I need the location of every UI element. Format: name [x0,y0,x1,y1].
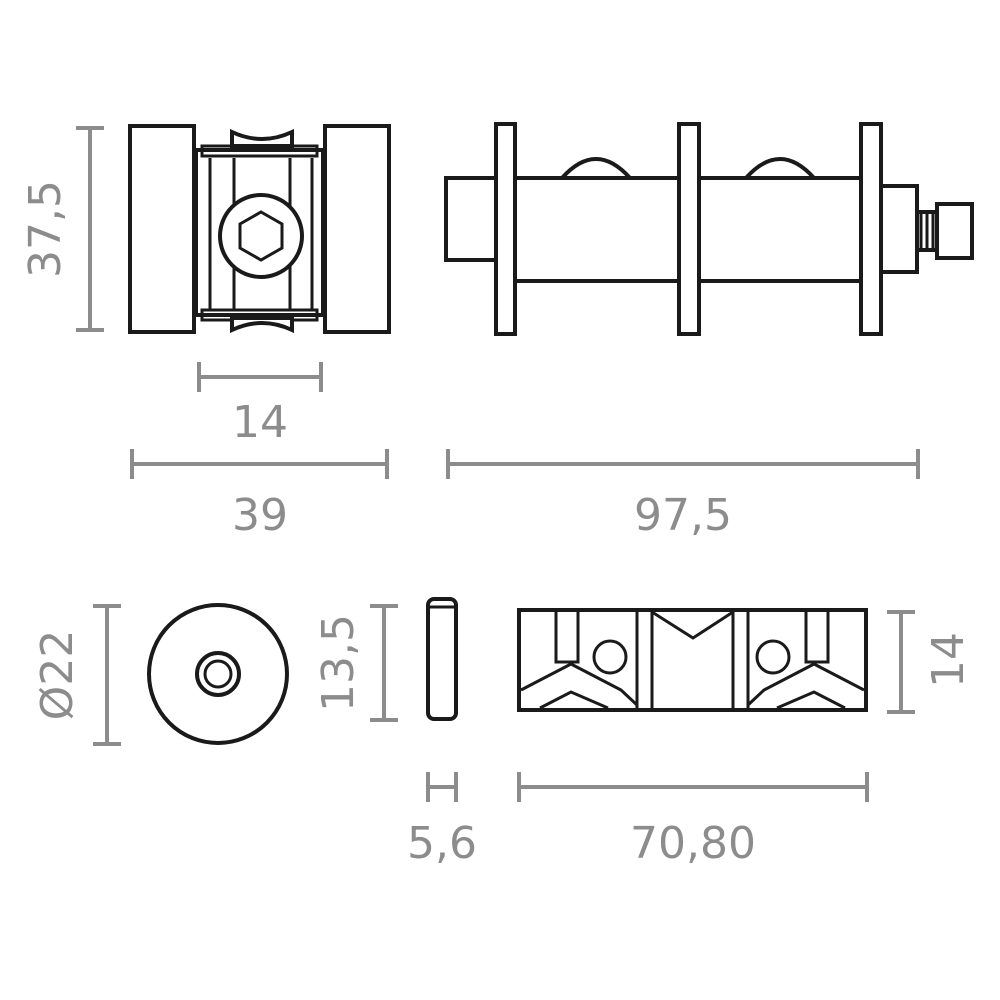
dimension-labels: 37,5 14 39 97,5 Ø22 13,5 5,6 70,80 14 [20,180,974,869]
block-view [517,608,868,712]
disc-hole-outer [195,651,241,697]
end-cap [879,184,919,274]
dimension-lines [76,126,920,802]
left-hole [592,639,628,675]
dim-block-height-label: 14 [923,632,974,688]
right-pad [323,124,391,334]
bottom-notch [230,316,294,334]
clamp-front-view [128,124,391,334]
dim-pin-height-label: 13,5 [313,614,364,712]
hex-socket-icon [238,210,284,262]
dim-disc-diameter-label: Ø22 [32,630,83,721]
rod-segment-2 [697,176,863,283]
dim-rod-length-label: 97,5 [634,490,732,541]
bolt-head [218,193,304,279]
roller-1 [557,157,635,180]
knob [935,202,974,260]
left-slot [554,612,580,664]
disc-view [147,603,289,745]
block [517,608,868,712]
dim-gap-width-label: 14 [232,397,288,448]
left-pad [128,124,196,334]
v-notch [651,610,734,640]
right-chevron-inner [776,690,846,710]
roller-2 [741,157,819,180]
rod-left-end [444,176,498,262]
top-notch [230,128,294,148]
plate-2 [677,122,701,336]
plate-3 [859,122,883,336]
right-chevron-outer [746,662,865,707]
dim-holder-height-label: 37,5 [20,180,71,278]
right-slot [804,612,830,664]
dim-block-length-label: 70,80 [630,818,756,869]
dim-pin-width-label: 5,6 [407,818,477,869]
dim-holder-width-label: 39 [232,490,288,541]
clamp-side-view [444,122,974,336]
left-chevron-inner [539,690,609,710]
right-hole [755,639,791,675]
pin [426,597,458,721]
rod-segment-1 [513,176,681,283]
pin-view [426,597,458,721]
left-chevron-outer [520,662,639,707]
plate-1 [494,122,517,336]
disc-hole-inner [203,659,233,689]
